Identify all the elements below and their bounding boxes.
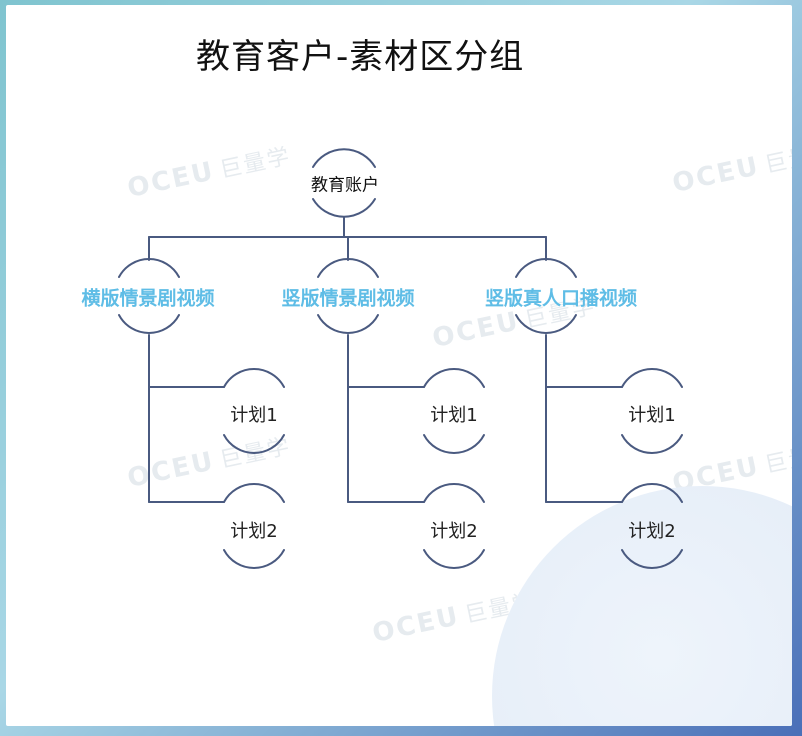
root-node-label: 教育账户 — [311, 175, 379, 196]
plan-node-arc-bottom — [621, 434, 683, 454]
plan-node-arc-bottom — [423, 549, 485, 569]
plan-node-label: 计划1 — [430, 405, 478, 426]
plan-node-arc-top — [223, 368, 285, 388]
plan-node-label: 计划2 — [628, 521, 676, 542]
category-node-arc-top — [118, 258, 180, 278]
plan-node-arc-bottom — [223, 549, 285, 569]
plan-node-arc-bottom — [223, 434, 285, 454]
root-node-arc-bottom — [312, 198, 376, 218]
category-node-arc-bottom — [515, 314, 577, 334]
category-node-arc-top — [515, 258, 577, 278]
category-label-vertical-live-talk: 竖版真人口播视频 — [484, 287, 638, 310]
category-node-arc-top — [317, 258, 379, 278]
plan-node-arc-top — [423, 483, 485, 503]
plan-node-label: 计划1 — [230, 405, 278, 426]
category-node-arc-bottom — [317, 314, 379, 334]
org-chart-lines — [118, 148, 683, 569]
category-label-vertical-drama: 竖版情景剧视频 — [281, 287, 415, 310]
page-title: 教育客户-素材区分组 — [196, 37, 525, 77]
category-node-arc-bottom — [118, 314, 180, 334]
plan-node-label: 计划2 — [230, 521, 278, 542]
category-label-horizontal-drama: 横版情景剧视频 — [81, 287, 215, 310]
plan-node-label: 计划2 — [430, 521, 478, 542]
plan-node-arc-bottom — [423, 434, 485, 454]
plan-node-label: 计划1 — [628, 405, 676, 426]
plan-node-arc-top — [621, 368, 683, 388]
plan-node-arc-bottom — [621, 549, 683, 569]
root-node-arc-top — [312, 148, 376, 168]
slide: OCEU巨量学 OCEU巨量学 OCEU巨量学 OCEU巨量学 OCEU巨量学 … — [6, 5, 792, 726]
plan-node-arc-top — [223, 483, 285, 503]
plan-node-arc-top — [423, 368, 485, 388]
plan-node-arc-top — [621, 483, 683, 503]
